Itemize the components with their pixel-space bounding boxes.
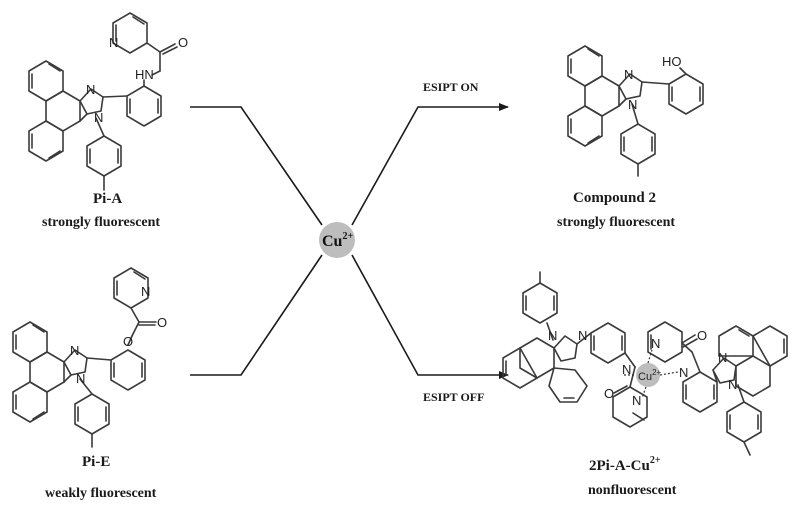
esipt-on-label: ESIPT ON: [423, 80, 479, 94]
pi-e-atom-pyridine-n: N: [141, 284, 150, 299]
complex-name-sup: 2+: [650, 455, 661, 466]
complex-atom-amide-n-right: N: [679, 365, 688, 380]
compound2-atom-imidazole-n: N: [628, 97, 637, 112]
compound2-description: strongly fluorescent: [557, 215, 675, 230]
reaction-arrows: ESIPT ON ESIPT OFF: [190, 80, 509, 404]
pi-e-structure: [12, 267, 157, 448]
pi-a-atom-imine-n: N: [86, 82, 95, 97]
copper-ion-charge: 2+: [342, 231, 353, 242]
pi-e-atoms: N O O N N: [70, 284, 167, 386]
pi-a-structure: [28, 12, 178, 191]
pi-e-name: Pi-E: [82, 454, 110, 470]
copper-ion-label: Cu: [322, 233, 343, 250]
pi-e-atom-imine-n: N: [70, 343, 79, 358]
svg-text:Cu2+: Cu2+: [322, 231, 353, 250]
pi-a-description: strongly fluorescent: [42, 215, 160, 230]
complex-atom-n2: N: [578, 328, 587, 343]
complex-atoms: N N N O N N O N N N: [548, 328, 737, 408]
svg-text:Cu2+: Cu2+: [638, 368, 662, 383]
complex-cu-charge: 2+: [652, 368, 661, 377]
compound2-atom-hydroxyl: HO: [662, 54, 682, 69]
esipt-on-arrow: [351, 103, 509, 226]
pi-e-atom-ester-o: O: [123, 334, 133, 349]
complex-structure: [502, 271, 788, 456]
flow-line-pi-a: [190, 106, 323, 226]
complex-name: 2Pi-A-Cu: [589, 458, 650, 474]
complex-copper-circle: [636, 363, 660, 387]
complex-atom-n3: N: [718, 350, 727, 365]
copper-ion: Cu2+: [319, 222, 355, 258]
pi-a-atom-carbonyl-o: O: [178, 35, 188, 50]
complex-atom-n1: N: [548, 328, 557, 343]
pi-e-atom-imidazole-n: N: [76, 371, 85, 386]
complex-atom-pyridine-n-right: N: [651, 336, 660, 351]
copper-ion-circle: [319, 222, 355, 258]
complex-atom-o-left: O: [604, 386, 614, 401]
pi-a-atom-imidazole-n: N: [94, 110, 103, 125]
svg-text:2Pi-A-Cu2+: 2Pi-A-Cu2+: [589, 455, 661, 474]
pi-e-atom-carbonyl-o: O: [157, 315, 167, 330]
complex-copper: Cu2+: [624, 349, 679, 399]
complex-atom-pyridine-n-left: N: [632, 393, 641, 408]
complex-atom-amide-n-left: N: [622, 362, 631, 377]
compound2-atoms: HO N N: [624, 54, 682, 112]
complex-cu-label: Cu: [638, 371, 652, 383]
pi-a-name: Pi-A: [93, 191, 122, 207]
flow-line-pi-e: [190, 254, 323, 376]
pi-a-atom-amide-hn: HN: [135, 67, 154, 82]
complex-atom-n4: N: [728, 377, 737, 392]
complex-atom-o-right: O: [697, 328, 707, 343]
compound2-name: Compound 2: [573, 190, 656, 206]
pi-a-atom-pyridine-n: N: [109, 35, 118, 50]
compound2-structure: [567, 45, 704, 177]
esipt-off-arrow: [351, 254, 509, 379]
pi-a-atoms: N O HN N N: [86, 35, 188, 125]
complex-description: nonfluorescent: [588, 483, 677, 498]
pi-e-description: weakly fluorescent: [45, 486, 157, 501]
compound2-atom-imine-n: N: [624, 67, 633, 82]
esipt-off-label: ESIPT OFF: [423, 390, 484, 404]
